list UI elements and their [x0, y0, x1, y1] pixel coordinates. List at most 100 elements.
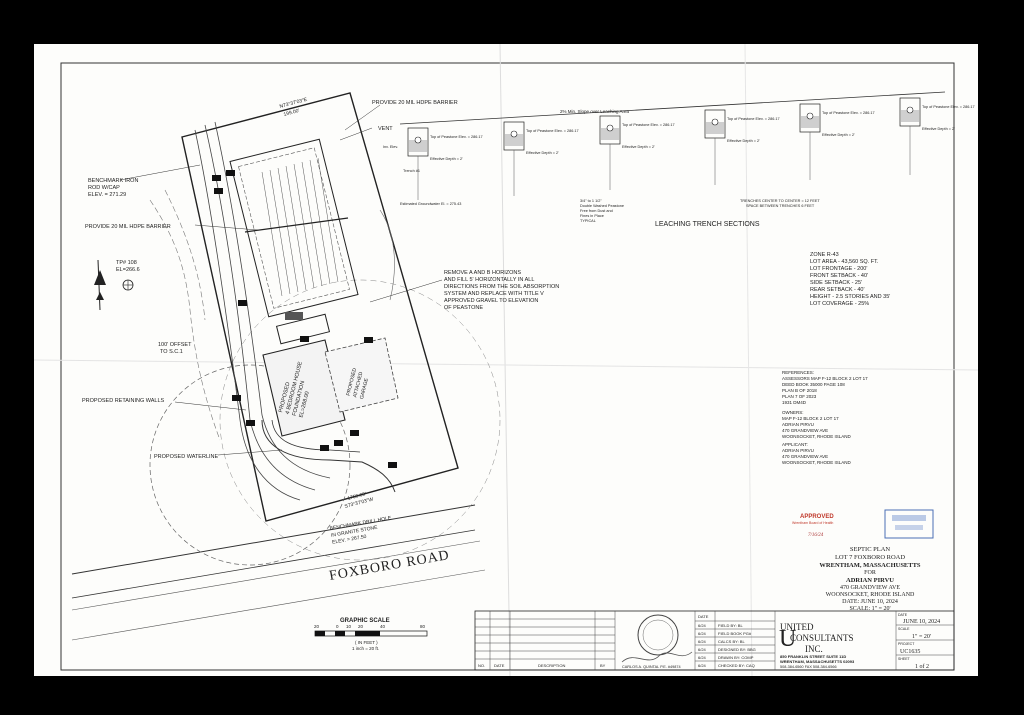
barrier-top-label: PROVIDE 20 MIL HDPE BARRIER — [372, 100, 458, 106]
svg-text:DRAWN BY: COMP: DRAWN BY: COMP — [718, 655, 754, 660]
engineer-name: CARLOS A. QUINTAL P.E. #49874 — [622, 665, 681, 669]
svg-text:DESIGNED BY: BBG: DESIGNED BY: BBG — [718, 647, 756, 652]
svg-text:DIRECTIONS FROM THE SOIL ABSOR: DIRECTIONS FROM THE SOIL ABSORPTION — [444, 284, 559, 290]
svg-text:ROD W/CAP: ROD W/CAP — [88, 185, 120, 191]
svg-text:6/24: 6/24 — [698, 639, 707, 644]
svg-text:0: 0 — [336, 624, 339, 629]
svg-text:GARAGE: GARAGE — [359, 377, 370, 400]
trench-label-group: Top of Peastone Elev. = 286.17 Inv. Elev… — [383, 105, 975, 206]
log-table — [694, 611, 776, 670]
slope-note: 2% Min. Slope over Leaching Area — [560, 109, 630, 114]
svg-text:Top of Peastone Elev. = 286.17: Top of Peastone Elev. = 286.17 — [526, 129, 579, 133]
svg-text:Estimated Groundwater El. = 27: Estimated Groundwater El. = 275.43 — [400, 202, 461, 206]
svg-text:Top of Peastone Elev. = 286.17: Top of Peastone Elev. = 286.17 — [822, 111, 875, 115]
rev-header-desc: DESCRIPTION — [538, 663, 565, 668]
svg-text:Double Washed Peastone: Double Washed Peastone — [580, 204, 624, 208]
svg-text:Effective Depth = 2': Effective Depth = 2' — [822, 133, 855, 137]
svg-text:Effective Depth = 2': Effective Depth = 2' — [430, 157, 463, 161]
trench-fill — [409, 110, 919, 152]
retaining-wall-label: PROPOSED RETAINING WALLS — [82, 398, 165, 404]
svg-text:HEIGHT - 2.5 STORIES AND 35': HEIGHT - 2.5 STORIES AND 35' — [810, 294, 890, 300]
title-block: NO. DATE DESCRIPTION BY CARLOS A. QUINTA… — [474, 610, 955, 671]
sheet-scale: 1" = 20' — [912, 634, 931, 640]
svg-text:1931 DM4D: 1931 DM4D — [782, 400, 807, 405]
proposed-house — [262, 339, 346, 437]
ground-slope-line — [399, 91, 946, 125]
approved-sub: Wrentham Board of Health — [792, 521, 833, 525]
rev-header-by: BY — [600, 663, 606, 668]
barrier-left-label: PROVIDE 20 MIL HDPE BARRIER — [85, 224, 171, 230]
svg-text:FOR: FOR — [864, 570, 876, 576]
zoning-table: ZONE R-43 LOT AREA - 43,560 SQ. FT. LOT … — [810, 252, 890, 307]
svg-text:ZONE R-43: ZONE R-43 — [810, 252, 839, 258]
scale-note-2: 1 inch = 20 ft. — [352, 646, 379, 651]
proposed-garage — [324, 337, 399, 413]
pump-chamber — [285, 312, 303, 320]
svg-text:CONSULTANTS: CONSULTANTS — [790, 633, 853, 643]
svg-text:UNITED: UNITED — [780, 622, 814, 632]
svg-text:INC.: INC. — [805, 644, 823, 654]
svg-text:Effective Depth = 2': Effective Depth = 2' — [922, 127, 955, 131]
road-edge — [71, 504, 476, 575]
svg-text:APPROVED GRAVEL TO ELEVATION: APPROVED GRAVEL TO ELEVATION — [444, 298, 538, 304]
svg-text:REMOVE A AND B HORIZONS: REMOVE A AND B HORIZONS — [444, 270, 521, 276]
fold-line — [744, 43, 753, 677]
peastone-note: 3/4" to 1 1/2" Double Washed Peastone Fr… — [580, 199, 624, 223]
paper — [34, 44, 978, 676]
offset-label-2: TO S.C.1 — [160, 349, 183, 355]
svg-text:DATE: JUNE 10, 2024: DATE: JUNE 10, 2024 — [842, 599, 898, 605]
svg-text:Top of Peastone Elev. = 286.17: Top of Peastone Elev. = 286.17 — [727, 117, 780, 121]
trench-vertical-dims — [417, 126, 911, 200]
plan-title: SEPTIC PLAN LOT 7 FOXBORO ROAD WRENTHAM,… — [819, 546, 921, 612]
tp-label-2: EL=266.6 — [116, 267, 140, 273]
svg-text:Inv. Elev.: Inv. Elev. — [383, 145, 398, 149]
svg-text:3/4" to 1 1/2": 3/4" to 1 1/2" — [580, 199, 602, 203]
sheet-number: 1 of 2 — [915, 663, 929, 670]
svg-text:ELEV. = 271.29: ELEV. = 271.29 — [88, 192, 126, 198]
contour-line — [204, 124, 316, 491]
svg-text:LOT 7 FOXBORO ROAD: LOT 7 FOXBORO ROAD — [835, 554, 905, 561]
svg-text:OWNERS:: OWNERS: — [782, 410, 804, 415]
approved-label: APPROVED — [800, 514, 834, 520]
svg-text:REFERENCES:: REFERENCES: — [782, 370, 814, 375]
trenches — [261, 157, 339, 297]
rev-header-no: NO. — [478, 663, 485, 668]
graphic-scale: GRAPHIC SCALE 20 0 10 20 40 80 ( IN FEET… — [314, 618, 428, 651]
svg-text:WRENTHAM, MASSACHUSETTS: WRENTHAM, MASSACHUSETTS — [819, 562, 921, 569]
svg-text:PLAN B OF 2018: PLAN B OF 2018 — [782, 388, 817, 393]
svg-text:AND FILL 5' HORIZONTALLY IN AL: AND FILL 5' HORIZONTALLY IN ALL — [444, 277, 534, 283]
svg-text:CHECKED BY: CAQ: CHECKED BY: CAQ — [718, 663, 755, 668]
svg-text:6/24: 6/24 — [698, 623, 707, 628]
log-date-header: DATE — [698, 614, 709, 619]
driveway — [261, 419, 396, 493]
driveway — [271, 419, 361, 453]
lot-boundary — [181, 92, 459, 522]
leaching-field-inner — [238, 147, 350, 309]
scale-ticks: 20 0 10 20 40 80 — [314, 624, 426, 629]
trench-sections: 2% Min. Slope over Leaching Area — [383, 91, 975, 228]
svg-text:40: 40 — [380, 624, 386, 629]
svg-text:ADRIAN PIRVU: ADRIAN PIRVU — [782, 448, 814, 453]
svg-text:FRONT SETBACK - 40': FRONT SETBACK - 40' — [810, 273, 868, 279]
waterline-label: PROPOSED WATERLINE — [154, 454, 219, 460]
svg-text:470 GRANDVIEW AVE: 470 GRANDVIEW AVE — [840, 585, 900, 591]
sheet-project-label: PROJECT — [898, 642, 915, 646]
svg-text:SPACE BETWEEN TRENCHES 6 FEET: SPACE BETWEEN TRENCHES 6 FEET — [746, 204, 815, 208]
benchmark-left-label: BENCHMARK IRON ROD W/CAP ELEV. = 271.29 — [88, 178, 138, 198]
svg-text:MAP F-12 BLOCK 2 LOT 17: MAP F-12 BLOCK 2 LOT 17 — [782, 416, 839, 421]
rev-header-date: DATE — [494, 663, 505, 668]
company-address: 850 FRANKLIN STREET SUITE 11D — [780, 654, 846, 659]
north-arrow-icon — [94, 259, 106, 311]
applicant-block: APPLICANT: ADRIAN PIRVU 470 GRANDVIEW AV… — [782, 442, 852, 465]
svg-text:APPLICANT:: APPLICANT: — [782, 442, 808, 447]
company-city: WRENTHAM, MASSACHUSETTS 02093 — [780, 659, 855, 664]
contour-line — [379, 209, 395, 301]
svg-text:OF PEASTONE: OF PEASTONE — [444, 305, 483, 311]
contour-line — [149, 199, 221, 441]
sheet-scale-label: SCALE — [898, 627, 910, 631]
company-phone: 508-384-6560 FAX 508-384-6566 — [780, 665, 837, 669]
svg-text:ASSESSORS MAP F-12 BLOCK 2 LOT: ASSESSORS MAP F-12 BLOCK 2 LOT 17 — [782, 376, 868, 381]
sheet-date-label: DATE — [898, 613, 908, 617]
svg-text:BENCHMARK IRON: BENCHMARK IRON — [88, 178, 138, 184]
